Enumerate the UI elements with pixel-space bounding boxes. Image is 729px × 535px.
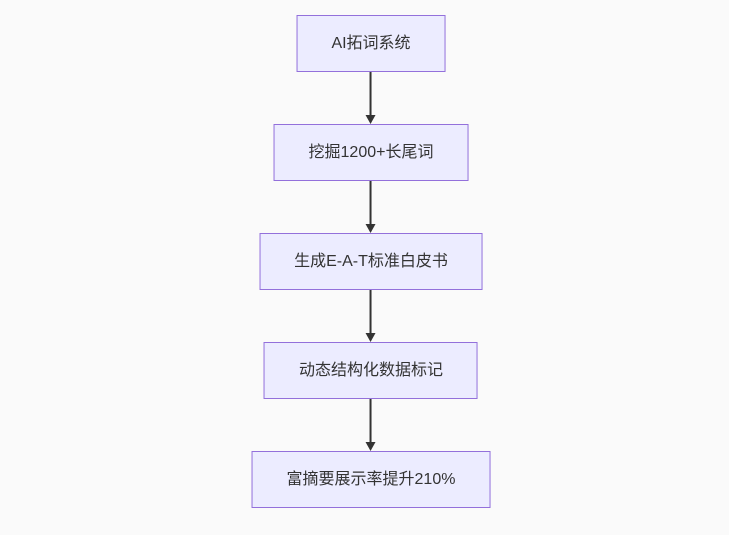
- arrowhead-down-icon: [366, 115, 376, 124]
- flow-node: 富摘要展示率提升210%: [251, 451, 491, 508]
- arrow-line: [370, 72, 372, 116]
- arrow-line: [370, 181, 372, 225]
- arrowhead-down-icon: [366, 442, 376, 451]
- flow-node: AI拓词系统: [296, 15, 446, 72]
- arrow-connector: [365, 181, 377, 233]
- arrow-line: [370, 399, 372, 443]
- flow-node: 挖掘1200+长尾词: [273, 124, 469, 181]
- flow-node: 动态结构化数据标记: [263, 342, 478, 399]
- arrowhead-down-icon: [366, 224, 376, 233]
- arrow-line: [370, 290, 372, 334]
- arrowhead-down-icon: [366, 333, 376, 342]
- arrow-connector: [365, 290, 377, 342]
- arrow-connector: [365, 72, 377, 124]
- arrow-connector: [365, 399, 377, 451]
- flowchart: AI拓词系统 挖掘1200+长尾词 生成E-A-T标准白皮书 动态结构化数据标记…: [251, 15, 491, 508]
- flow-node: 生成E-A-T标准白皮书: [259, 233, 483, 290]
